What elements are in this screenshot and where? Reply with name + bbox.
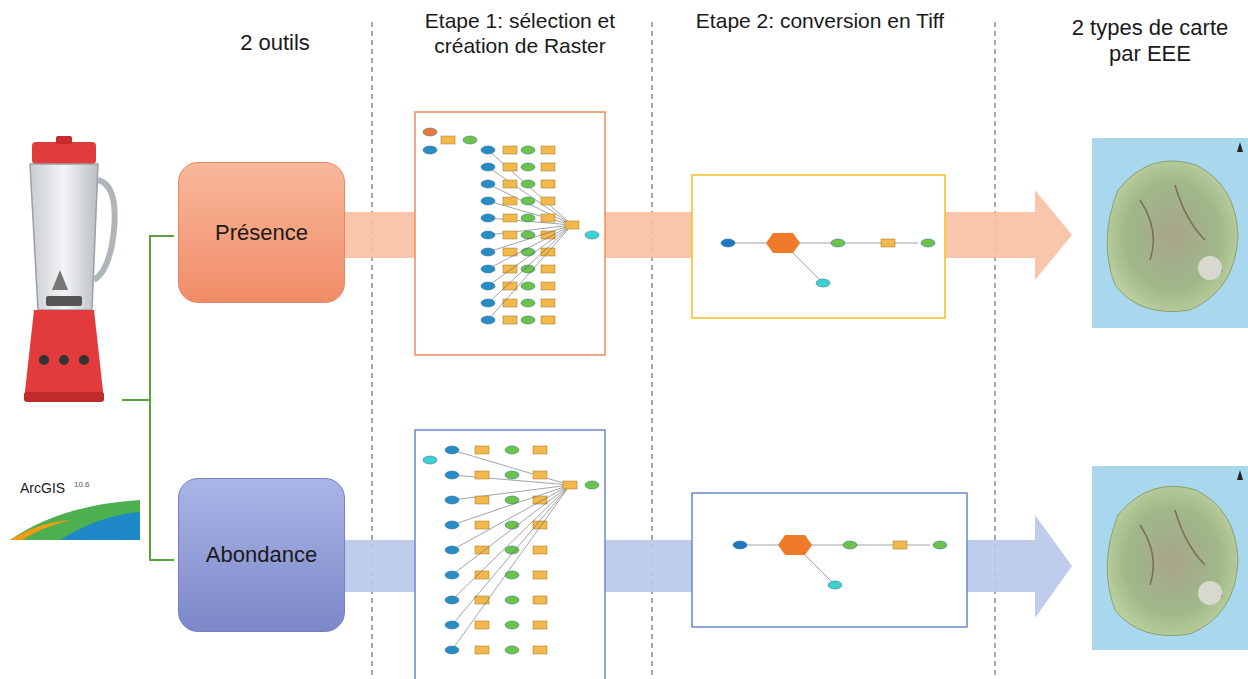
arcgis-logo [10, 500, 140, 540]
tool-name: Abondance [192, 542, 331, 568]
tool-name: Présence [201, 220, 322, 246]
map-thumbnail [1092, 138, 1248, 650]
model-graph [423, 128, 947, 654]
tool-box: Abondance [178, 478, 345, 632]
column-heading: Etape 2: conversion en Tiff [695, 8, 945, 33]
logo-text: ArcGIS [20, 480, 65, 497]
column-heading: Etape 1: sélection et création de Raster [395, 8, 645, 58]
tool-box: Présence [178, 162, 345, 303]
column-heading: 2 types de carte par EEE [1062, 15, 1238, 68]
logo-text: 10.6 [74, 480, 90, 490]
bracket [122, 236, 174, 560]
blender-icon [24, 136, 115, 402]
model-thumbnail [415, 112, 967, 679]
column-heading: 2 outils [190, 30, 360, 56]
